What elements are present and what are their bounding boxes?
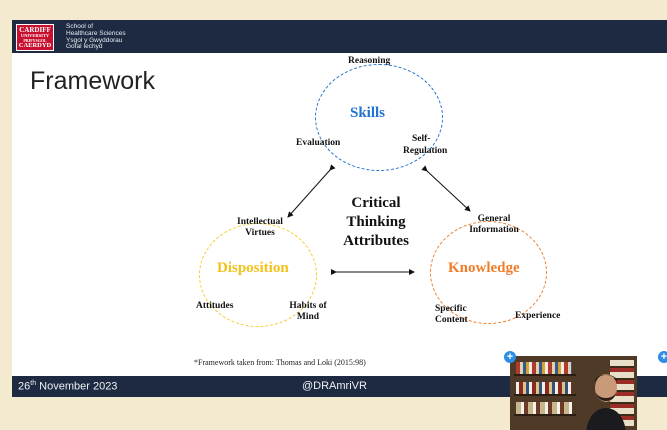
evaluation-label: Evaluation xyxy=(296,138,341,148)
presenter-figure xyxy=(586,374,626,430)
footer-date: 26th November 2023 xyxy=(18,380,117,393)
cta-line-2: Thinking xyxy=(346,214,406,230)
cta-line-1: Critical xyxy=(351,195,401,211)
logo-line-2: UNIVERSITY xyxy=(20,33,50,38)
shelf-board xyxy=(514,414,576,416)
specific-content-line-2: Content xyxy=(435,314,468,325)
footer-date-suffix: th xyxy=(30,380,37,387)
footer-date-rest: November 2023 xyxy=(39,380,118,393)
cta-line-3: Attributes xyxy=(343,233,409,249)
presenter-webcam-thumbnail[interactable] xyxy=(510,356,637,430)
books-row xyxy=(516,382,572,394)
intellectual-virtues-line-1: Intellectual xyxy=(237,217,283,227)
logo-line-3: PRIFYSGOL xyxy=(23,38,47,43)
framework-footnote: *Framework taken from: Thomas and Loki (… xyxy=(194,358,366,367)
footer-date-day: 26 xyxy=(18,380,31,393)
logo-line-1: CARDIFF xyxy=(19,26,51,34)
intellectual-virtues-line-2: Virtues xyxy=(245,227,275,238)
school-name-line-1: School of xyxy=(66,23,94,30)
overlay-add-icon-right[interactable]: + xyxy=(658,351,667,363)
arrow-skills-knowledge xyxy=(421,165,471,212)
books-row xyxy=(516,402,572,414)
habits-of-mind-line-1: Habits of xyxy=(289,301,327,311)
self-regulation-label-line-2: Regulation xyxy=(403,146,448,156)
reasoning-label: Reasoning xyxy=(348,56,391,66)
shelf-board xyxy=(514,394,576,396)
experience-label: Experience xyxy=(515,311,561,321)
critical-thinking-attributes-heading: Critical Thinking Attributes xyxy=(338,194,414,251)
slide-title: Framework xyxy=(30,67,156,95)
school-name-line-2: Healthcare Sciences xyxy=(66,30,126,37)
footer-handle: @DRAmriVR xyxy=(302,380,367,392)
self-regulation-label-line-1: Self- xyxy=(412,134,431,144)
overlay-add-icon[interactable]: + xyxy=(504,351,516,363)
disposition-heading: Disposition xyxy=(217,260,289,276)
general-information-line-1: General xyxy=(477,214,511,224)
intellectual-virtues-label: Intellectual Virtues xyxy=(227,217,293,239)
skills-circle xyxy=(315,64,443,171)
knowledge-circle xyxy=(430,221,547,324)
framework-arrows xyxy=(287,164,471,275)
habits-of-mind-label: Habits of Mind xyxy=(280,301,336,323)
specific-content-line-1: Specific xyxy=(435,304,467,314)
attitudes-label: Attitudes xyxy=(196,301,234,311)
knowledge-heading: Knowledge xyxy=(448,260,520,276)
presentation-slide: CARDIFF UNIVERSITY PRIFYSGOL CAERDYD Sch… xyxy=(12,20,667,397)
disposition-circle xyxy=(199,223,317,327)
general-information-label: General Information xyxy=(459,214,529,236)
school-name-welsh-line-2: Gofal Iechyd xyxy=(66,43,103,50)
specific-content-label: Specific Content xyxy=(435,304,468,326)
arrow-skills-disposition xyxy=(287,164,336,218)
general-information-line-2: Information xyxy=(469,224,519,235)
skills-heading: Skills xyxy=(350,105,386,121)
school-name-welsh-line-1: Ysgol y Gwyddorau xyxy=(66,37,123,44)
shelf-board xyxy=(514,374,576,376)
slide-header-bar: CARDIFF UNIVERSITY PRIFYSGOL CAERDYD Sch… xyxy=(12,20,667,53)
slide-footer-bar: 26th November 2023 @DRAmriVR xyxy=(12,376,667,397)
cardiff-university-logo: CARDIFF UNIVERSITY PRIFYSGOL CAERDYD xyxy=(16,24,54,51)
habits-of-mind-line-2: Mind xyxy=(296,311,320,322)
logo-line-4: CAERDYD xyxy=(18,42,52,49)
books-row xyxy=(516,362,572,374)
